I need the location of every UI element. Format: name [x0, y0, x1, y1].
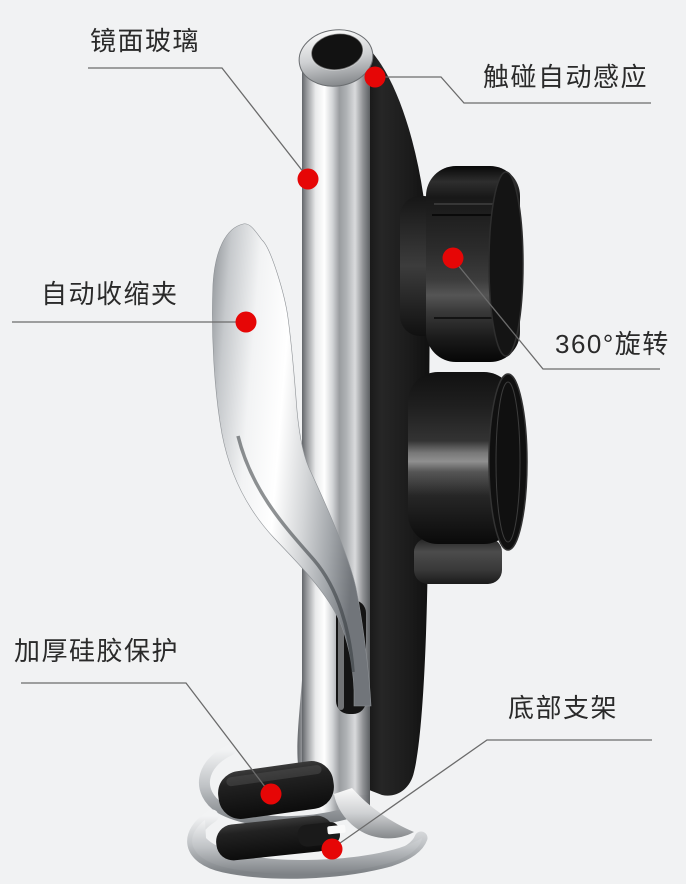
bottom-notch [327, 824, 346, 835]
mirror-glass-marker-dot [297, 168, 319, 190]
mirror-glass-leader-line [88, 67, 309, 179]
silicone-leader-line [21, 682, 270, 793]
silicone-marker-dot [260, 783, 282, 805]
top-cap [298, 29, 374, 87]
clamp-arm [212, 223, 372, 707]
auto-clamp-marker-dot [235, 311, 257, 333]
label-mirror-glass: 镜面玻璃 [90, 26, 201, 56]
label-auto-clamp: 自动收缩夹 [41, 279, 179, 309]
touch-sensor-marker-dot [364, 66, 386, 88]
lower-knob [408, 372, 528, 584]
rotation-marker-dot [442, 247, 464, 269]
label-silicone-protection: 加厚硅胶保护 [14, 636, 180, 666]
label-rotation: 360°旋转 [555, 329, 670, 359]
label-bottom-bracket: 底部支架 [508, 693, 619, 723]
bottom-bracket-marker-dot [321, 838, 343, 860]
rotation-leader-line [452, 258, 660, 370]
touch-sensor-leader-line [384, 76, 651, 104]
label-touch-sensor: 触碰自动感应 [483, 62, 649, 92]
bottom-bracket-leader-line [332, 739, 652, 849]
